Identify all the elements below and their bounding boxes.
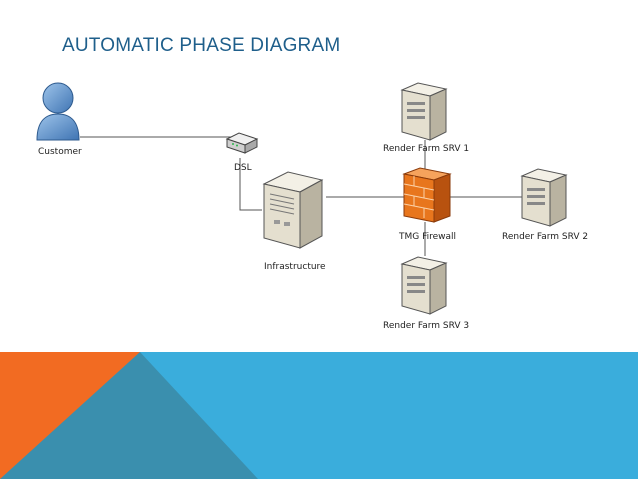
footer-band xyxy=(0,352,638,479)
user-icon xyxy=(36,82,80,141)
firewall-icon xyxy=(402,167,452,223)
footer-orange-triangle xyxy=(0,352,140,479)
srv1-label: Render Farm SRV 1 xyxy=(383,144,470,154)
firewall-label: TMG Firewall xyxy=(399,232,457,242)
srv3-label: Render Farm SRV 3 xyxy=(383,321,470,331)
dsl-infrastructure-link xyxy=(239,158,262,211)
customer-label: Customer xyxy=(38,147,82,157)
server-icon xyxy=(400,256,448,315)
server-tower-icon xyxy=(262,171,324,249)
srv2-label: Render Farm SRV 2 xyxy=(502,232,589,242)
slide-title: AUTOMATIC PHASE DIAGRAM xyxy=(62,35,341,56)
server-icon xyxy=(400,82,448,141)
dsl-label: DSL xyxy=(234,163,252,173)
router-icon xyxy=(225,132,259,154)
infrastructure-label: Infrastructure xyxy=(264,262,326,272)
server-icon xyxy=(520,168,568,227)
